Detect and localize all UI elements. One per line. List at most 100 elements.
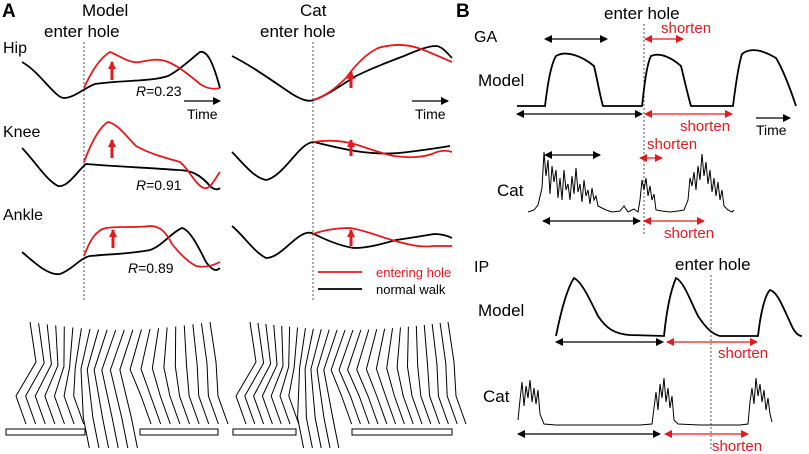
ankle-model-entering: [83, 225, 221, 268]
cat-stick-20: [406, 326, 423, 425]
ga-title: GA: [474, 29, 497, 46]
ga-shorten-cat-burst: shorten: [647, 136, 697, 153]
stick-figure-cat: [235, 321, 467, 449]
model-stick-19: [192, 324, 210, 425]
model-stick-3: [44, 325, 59, 425]
cat-stick-12: [330, 329, 353, 425]
model-stick-16: [163, 327, 181, 425]
hip-cat-normal: [231, 45, 453, 102]
row-label-knee: Knee: [3, 124, 40, 141]
ground-cat-left: [232, 428, 297, 436]
model-stick-9: [93, 329, 110, 449]
ga-model-trace: [517, 49, 797, 107]
row-label-hip: Hip: [3, 40, 27, 57]
ga-time-label: Time: [756, 122, 787, 138]
ip-shorten-model: shorten: [718, 345, 768, 362]
ip-enter-hole: enter hole: [675, 255, 751, 274]
time-label-cat: Time: [415, 106, 446, 122]
knee-model-entering: [83, 121, 221, 190]
model-stick-14: [140, 328, 162, 425]
panel-a-letter: A: [2, 1, 16, 22]
model-stick-6: [73, 328, 85, 425]
ankle-cat-entering: [312, 227, 452, 248]
knee-cat-entering: [312, 139, 453, 159]
ga-shorten-cat-cycle: shorten: [664, 225, 714, 242]
cat-stick-17: [375, 328, 397, 425]
col-model-title: Model: [82, 1, 128, 20]
model-stick-17: [174, 326, 190, 425]
cat-stick-22: [423, 324, 441, 425]
legend-label-entering: entering hole: [376, 265, 451, 280]
legend: entering hole normal walk: [318, 265, 451, 297]
knee-cat-normal: [231, 141, 451, 181]
hip-model-r: R=0.23: [136, 83, 182, 99]
ga-shorten-top: shorten: [661, 20, 711, 37]
knee-cat-plot: [231, 139, 453, 181]
model-stick-12: [119, 329, 138, 449]
ga-model-label: Model: [478, 71, 524, 90]
cat-stick-3: [261, 324, 278, 425]
cat-stick-25: [447, 321, 467, 425]
model-stick-15: [151, 328, 171, 425]
hip-model-plot: R=0.23 Time: [21, 50, 221, 122]
cat-stick-7: [297, 328, 306, 449]
stick-figure-model: [15, 321, 229, 449]
ground-cat-right: [351, 428, 453, 436]
cat-stick-5: [279, 326, 291, 425]
model-stick-10: [101, 329, 119, 449]
enter-hole-cat: enter hole: [260, 22, 336, 41]
model-stick-20: [200, 323, 219, 425]
ankle-model-plot: R=0.89: [21, 225, 221, 276]
legend-label-normal: normal walk: [376, 282, 446, 297]
row-label-ankle: Ankle: [3, 207, 43, 224]
cat-stick-23: [431, 323, 449, 425]
model-stick-7: [80, 328, 91, 449]
hip-cat-entering: [312, 44, 453, 101]
panel-b: B GA enter hole Model Cat shorten shorte…: [456, 1, 803, 454]
ga-cat-emg-trace: [527, 151, 735, 213]
panel-b-letter: B: [456, 1, 470, 22]
cat-stick-0: [235, 321, 257, 425]
model-stick-0: [15, 321, 37, 425]
ip-title: IP: [474, 259, 489, 276]
ip-cat-emg-trace: [517, 377, 773, 426]
ga-enter-hole: enter hole: [604, 4, 680, 23]
cat-stick-15: [356, 329, 379, 425]
hip-cat-plot: Time: [231, 44, 453, 122]
cat-stick-14: [347, 329, 370, 425]
model-stick-11: [109, 329, 129, 449]
cat-stick-21: [415, 325, 432, 425]
cat-stick-18: [386, 328, 405, 425]
cat-stick-24: [439, 322, 458, 425]
ga-shorten-model-cycle: shorten: [680, 118, 730, 135]
model-stick-2: [34, 324, 52, 425]
model-stick-13: [129, 329, 152, 425]
col-cat-title: Cat: [300, 1, 327, 20]
ip-model-trace: [555, 276, 803, 337]
model-stick-4: [53, 326, 65, 425]
cat-stick-9: [310, 329, 322, 449]
model-stick-21: [209, 321, 229, 425]
ankle-cat-plot: [231, 225, 453, 259]
cat-stick-1: [244, 322, 265, 425]
hip-model-entering: [83, 50, 221, 90]
cat-stick-16: [365, 329, 388, 425]
cat-stick-2: [253, 323, 272, 425]
cat-stick-19: [396, 327, 414, 425]
cat-stick-13: [338, 329, 361, 425]
ga-cat-label: Cat: [497, 181, 524, 200]
ground-model-right: [139, 428, 219, 436]
model-stick-18: [183, 325, 200, 425]
enter-hole-model: enter hole: [44, 22, 120, 41]
knee-model-normal: [21, 147, 221, 191]
ankle-model-r: R=0.89: [128, 260, 174, 276]
ip-model-label: Model: [478, 301, 524, 320]
ground-model-left: [5, 428, 86, 436]
ankle-model-normal: [21, 227, 221, 275]
panel-a: A Model Cat enter hole enter hole Hip Kn…: [2, 1, 467, 449]
time-label-a: Time: [187, 106, 218, 122]
cat-stick-10: [316, 329, 331, 449]
model-stick-1: [25, 323, 45, 425]
ip-shorten-cat: shorten: [712, 438, 762, 454]
